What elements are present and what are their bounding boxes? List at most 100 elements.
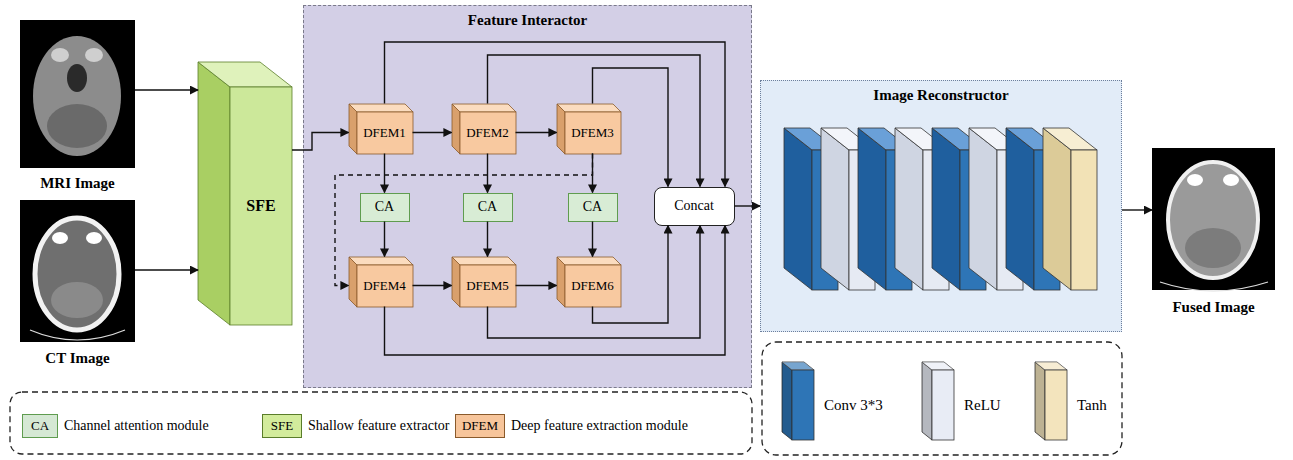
- swatch-top: [1035, 362, 1067, 370]
- legend-abbreviation: CA: [31, 418, 49, 434]
- swatch-top: [782, 362, 814, 370]
- block-top: [557, 104, 621, 112]
- dfem-block: DFEM2: [452, 104, 516, 154]
- mri-head: [33, 36, 121, 156]
- block-front: [357, 265, 413, 307]
- connector-arrow: [1122, 209, 1152, 210]
- connector-arrow: [516, 285, 557, 286]
- block-top: [198, 62, 292, 87]
- relu-layer: [969, 128, 997, 290]
- ct-picture: [20, 200, 135, 342]
- legend-text: Shallow feature extractor: [308, 418, 450, 434]
- block-front: [565, 112, 621, 154]
- connector-arrow: [516, 132, 557, 133]
- tanh-layer: [1043, 128, 1097, 150]
- swatch-light: [782, 362, 814, 370]
- block-top: [349, 104, 413, 112]
- connector-arrow: [487, 222, 488, 257]
- block-side: [452, 104, 460, 154]
- mri-sinus: [67, 64, 87, 92]
- swatch-light: [1035, 362, 1067, 370]
- connector-arrow: [487, 154, 488, 193]
- image-caption: MRI Image: [40, 175, 115, 192]
- legend-text: Tanh: [1077, 397, 1107, 414]
- fused-eye: [1223, 174, 1239, 186]
- fused-head: [1168, 162, 1258, 278]
- connector-arrow: [488, 226, 701, 339]
- connector-arrow: [413, 132, 452, 133]
- dfem-block: DFEM6: [557, 257, 621, 307]
- block-front: [565, 265, 621, 307]
- connector-arrow: [593, 68, 669, 187]
- attention-box: CA: [463, 193, 513, 222]
- connector-arrow: [735, 205, 761, 206]
- block-top: [452, 257, 516, 265]
- fused-eye: [1187, 174, 1203, 186]
- swatch-shade: [1035, 362, 1045, 440]
- legend-swatch: DFEM: [455, 414, 505, 438]
- ct-bone: [52, 232, 68, 244]
- legend-frame: [762, 342, 1122, 455]
- attention-box: CA: [568, 193, 618, 222]
- input-image: MRI Image: [20, 20, 135, 192]
- legend-swatch: [782, 362, 815, 441]
- mri-cerebellum: [47, 104, 107, 148]
- connector-arrow: [292, 133, 349, 151]
- block-side: [452, 257, 460, 307]
- output-image: Fused Image: [1152, 148, 1275, 316]
- block-faces: [198, 62, 292, 325]
- connector-arrow: [488, 55, 701, 187]
- concat-box: Concat: [654, 187, 735, 226]
- conv-layer: [784, 128, 812, 290]
- block-front: [460, 112, 516, 154]
- legend-text: ReLU: [964, 397, 1001, 414]
- legend-swatch: [922, 362, 955, 441]
- legend-swatch: SFE: [262, 414, 302, 438]
- block-side: [557, 257, 565, 307]
- tanh-layer: [1071, 150, 1097, 290]
- swatch-shade: [782, 362, 792, 440]
- tanh-layer: [1043, 128, 1071, 290]
- image-caption: CT Image: [45, 350, 109, 367]
- conv-layer: [858, 128, 886, 290]
- box-label: CA: [375, 199, 394, 215]
- connector-arrow: [592, 222, 593, 257]
- swatch-side: [922, 362, 932, 440]
- ct-brain: [51, 282, 103, 318]
- swatch-top: [922, 362, 954, 370]
- connector-arrow: [384, 154, 385, 193]
- connector-arrow: [135, 269, 198, 270]
- mri-picture: [20, 20, 135, 168]
- dfem-block: DFEM1: [349, 104, 413, 154]
- dfem-block: DFEM3: [557, 104, 621, 154]
- connector-arrow: [593, 226, 669, 324]
- swatch-front: [932, 370, 954, 440]
- connector-arrow: [592, 154, 593, 193]
- fused-table-arc: [1160, 282, 1268, 291]
- block-front: [230, 87, 292, 325]
- ct-table-arc: [30, 330, 125, 340]
- block-label: DFEM3: [571, 125, 614, 141]
- block-label: DFEM5: [466, 278, 509, 294]
- block-top: [557, 257, 621, 265]
- panel-title: Image Reconstructor: [873, 87, 1008, 104]
- panel-title: Feature Interactor: [468, 12, 587, 29]
- connector-arrow: [335, 154, 593, 286]
- swatch-light: [922, 362, 954, 370]
- block-label: DFEM1: [363, 125, 406, 141]
- dfem-block: DFEM5: [452, 257, 516, 307]
- block-label: DFEM6: [571, 278, 614, 294]
- block-side: [349, 104, 357, 154]
- legend-frame: [10, 392, 752, 454]
- box-label: Concat: [674, 198, 714, 214]
- connector-arrow: [135, 89, 198, 90]
- swatch-front: [792, 370, 814, 440]
- legend-swatch: CA: [22, 414, 58, 438]
- swatch-shade: [922, 362, 932, 440]
- module-panel: Feature InteractorDFEM1 DFEM2 DFEM3CA CA CA C…: [303, 5, 752, 388]
- connector-arrow: [384, 222, 385, 257]
- block-front: [357, 112, 413, 154]
- relu-layer: [895, 128, 923, 290]
- box-label: CA: [478, 199, 497, 215]
